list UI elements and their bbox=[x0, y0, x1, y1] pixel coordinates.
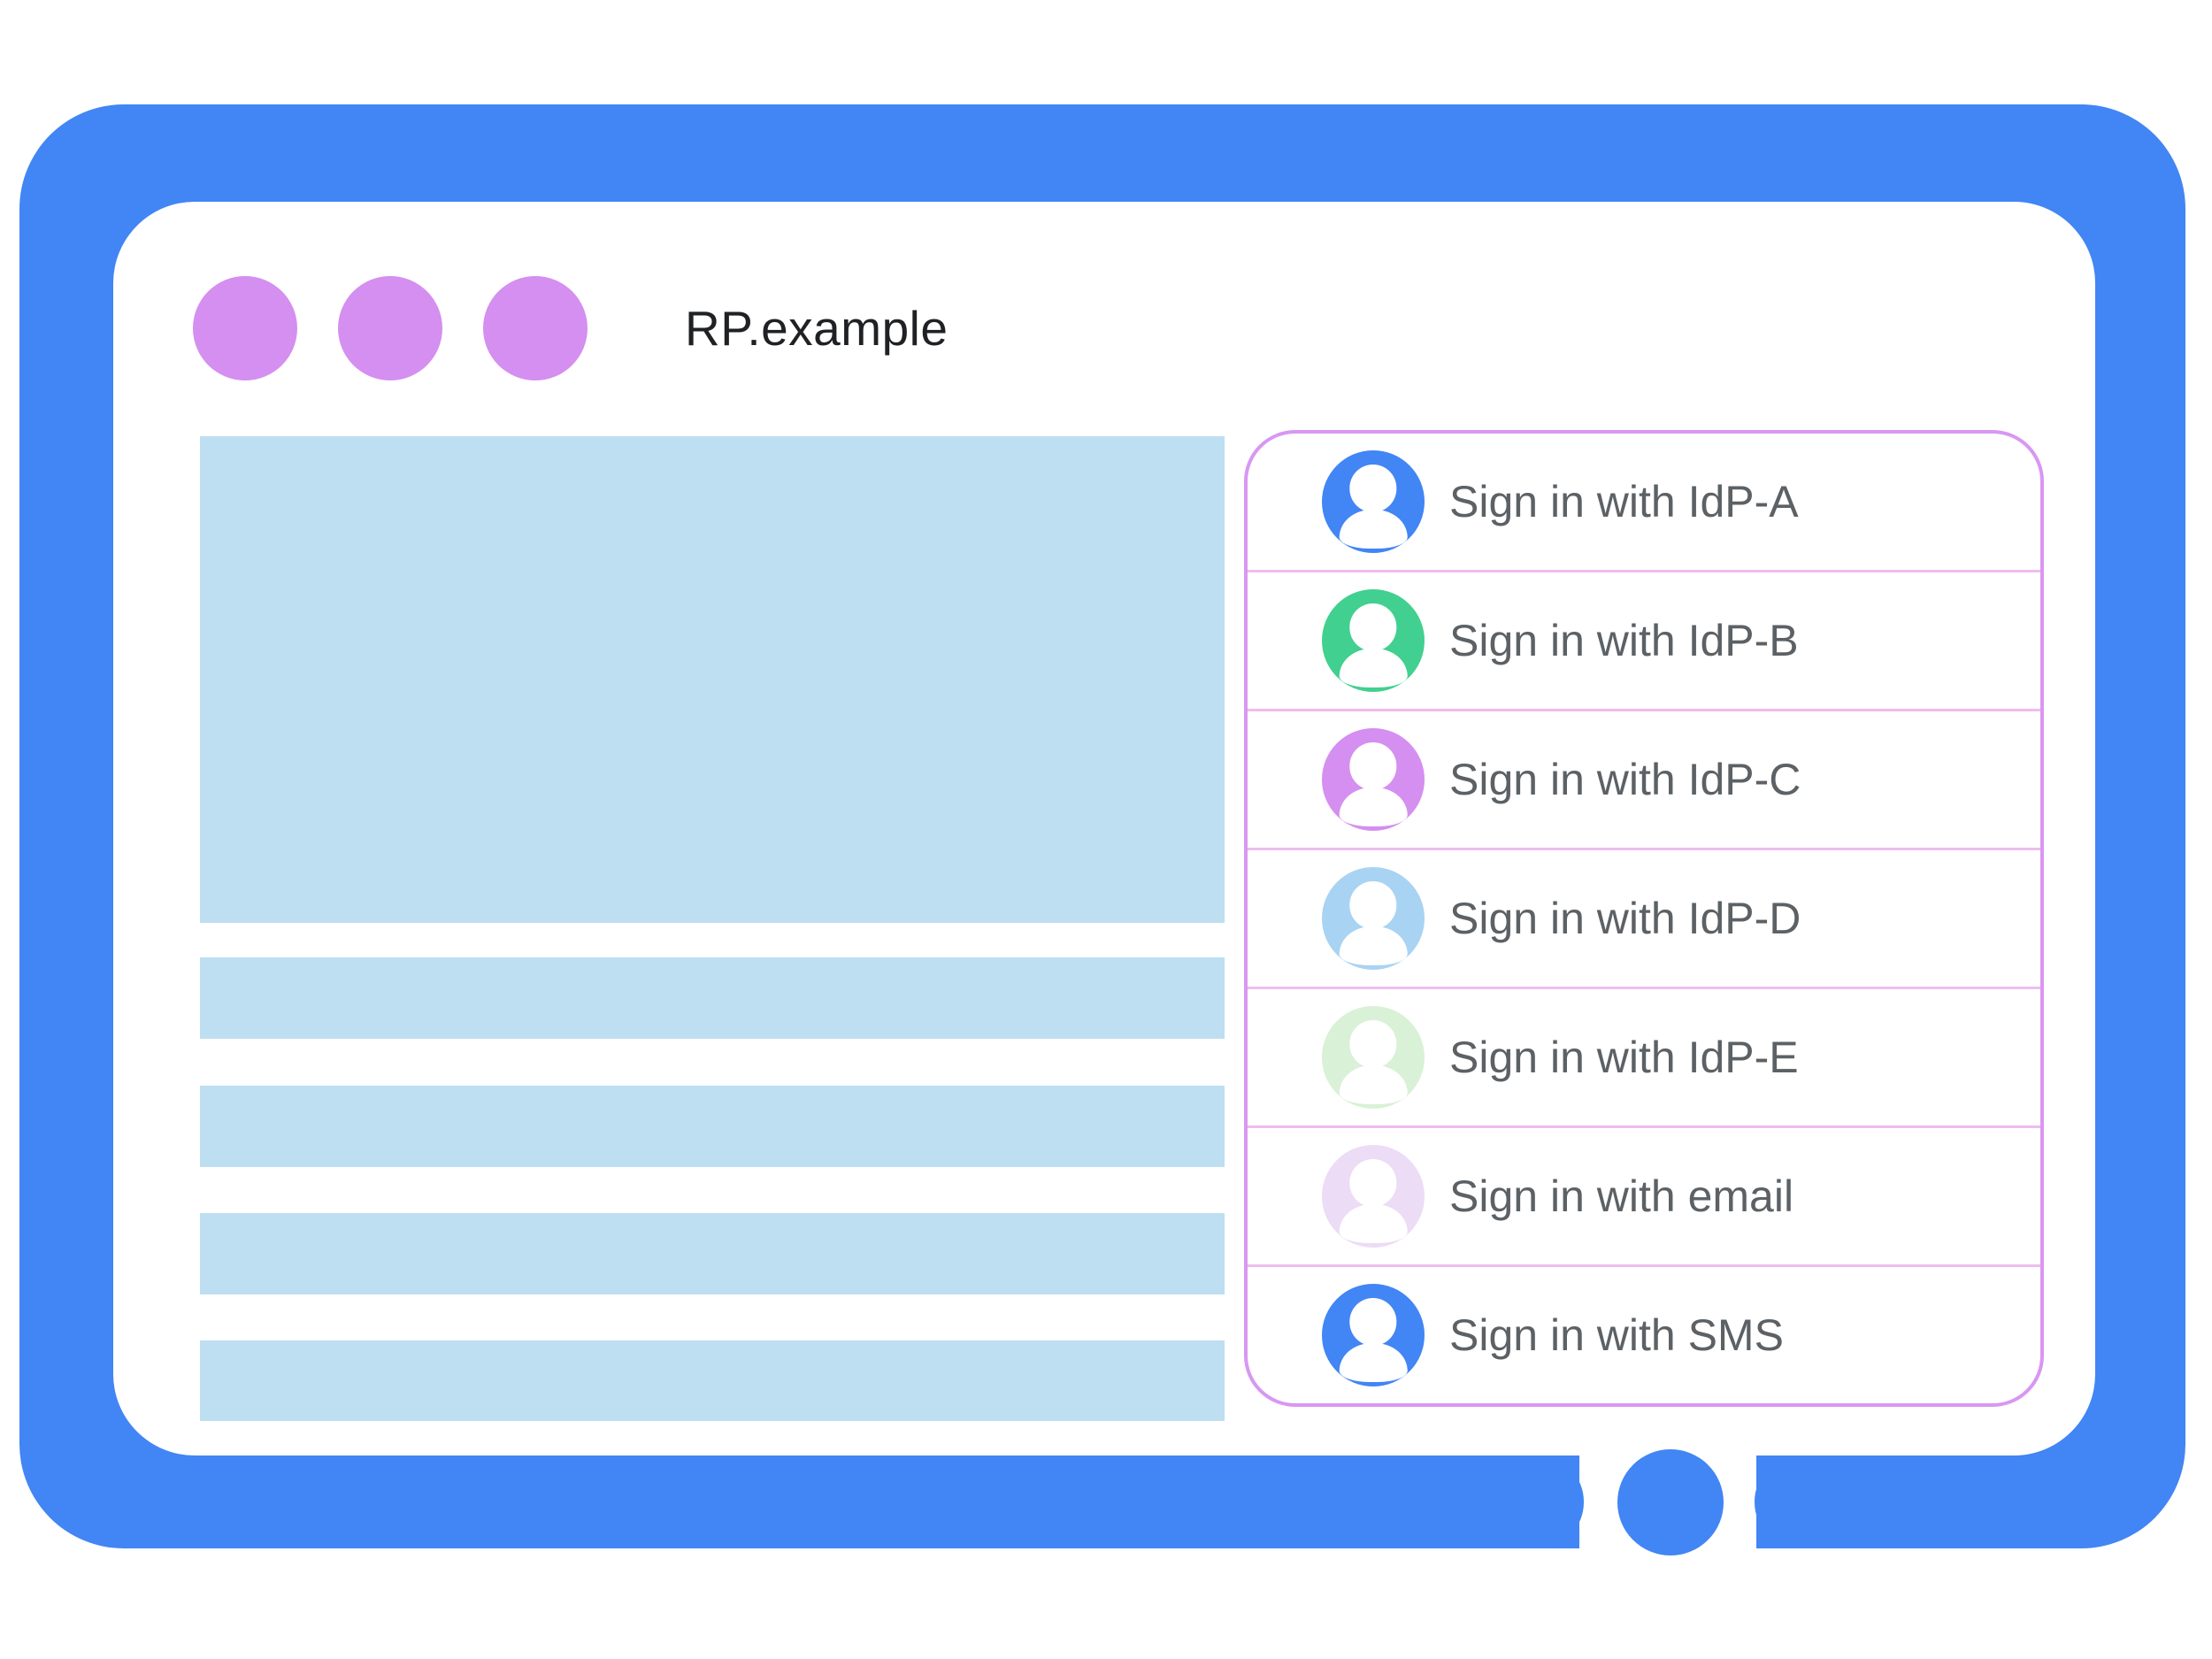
user-avatar-icon bbox=[1322, 589, 1425, 692]
signin-option[interactable]: Sign in with IdP-E bbox=[1248, 987, 2040, 1125]
window-dot-icon bbox=[338, 276, 442, 380]
bezel-bar-left-cap bbox=[1486, 1455, 1584, 1548]
content-placeholder-line-3 bbox=[200, 1213, 1225, 1294]
signin-option-label: Sign in with IdP-E bbox=[1449, 1033, 1799, 1082]
content-placeholder-line-2 bbox=[200, 1086, 1225, 1167]
content-placeholder-line-4 bbox=[200, 1340, 1225, 1421]
avatar-head-shape bbox=[1349, 1159, 1397, 1207]
signin-option[interactable]: Sign in with IdP-C bbox=[1248, 709, 2040, 848]
avatar-head-shape bbox=[1349, 742, 1397, 790]
signin-option-label: Sign in with IdP-B bbox=[1449, 616, 1799, 665]
signin-option[interactable]: Sign in with IdP-D bbox=[1248, 848, 2040, 987]
user-avatar-icon bbox=[1322, 1006, 1425, 1109]
avatar-torso-shape bbox=[1339, 1343, 1408, 1383]
bezel-bar-right-cap bbox=[1755, 1455, 1852, 1548]
user-avatar-icon bbox=[1322, 1145, 1425, 1248]
content-placeholder-hero bbox=[200, 436, 1225, 923]
window-dot-icon bbox=[483, 276, 588, 380]
browser-titlebar: RP.example bbox=[193, 276, 948, 380]
window-dot-icon bbox=[193, 276, 297, 380]
signin-option[interactable]: Sign in with IdP-A bbox=[1248, 434, 2040, 570]
user-avatar-icon bbox=[1322, 1284, 1425, 1386]
window-dots bbox=[193, 276, 588, 380]
home-button[interactable] bbox=[1617, 1449, 1724, 1555]
signin-option-label: Sign in with IdP-D bbox=[1449, 894, 1801, 943]
user-avatar-icon bbox=[1322, 450, 1425, 553]
content-placeholder-line-1 bbox=[200, 957, 1225, 1039]
signin-option-label: Sign in with SMS bbox=[1449, 1310, 1784, 1360]
site-title: RP.example bbox=[685, 301, 949, 356]
signin-option-label: Sign in with IdP-A bbox=[1449, 477, 1799, 526]
avatar-torso-shape bbox=[1339, 510, 1408, 549]
signin-option-label: Sign in with email bbox=[1449, 1171, 1794, 1221]
signin-option[interactable]: Sign in with IdP-B bbox=[1248, 570, 2040, 709]
user-avatar-icon bbox=[1322, 728, 1425, 831]
signin-dialog: Sign in with IdP-A Sign in with IdP-B Sign… bbox=[1244, 430, 2044, 1407]
avatar-torso-shape bbox=[1339, 1204, 1408, 1244]
user-avatar-icon bbox=[1322, 867, 1425, 970]
signin-option[interactable]: Sign in with SMS bbox=[1248, 1264, 2040, 1403]
avatar-head-shape bbox=[1349, 603, 1397, 651]
avatar-head-shape bbox=[1349, 465, 1397, 512]
signin-option-label: Sign in with IdP-C bbox=[1449, 755, 1801, 804]
avatar-head-shape bbox=[1349, 1298, 1397, 1346]
avatar-head-shape bbox=[1349, 881, 1397, 929]
avatar-torso-shape bbox=[1339, 1065, 1408, 1105]
avatar-torso-shape bbox=[1339, 787, 1408, 827]
avatar-torso-shape bbox=[1339, 926, 1408, 966]
avatar-head-shape bbox=[1349, 1020, 1397, 1068]
signin-option[interactable]: Sign in with email bbox=[1248, 1125, 2040, 1264]
avatar-torso-shape bbox=[1339, 649, 1408, 688]
